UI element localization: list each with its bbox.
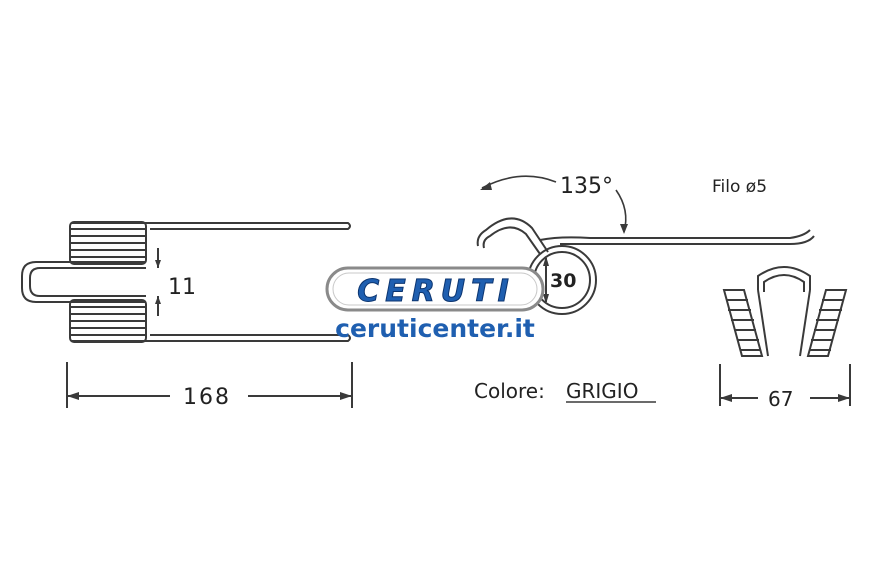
color-label: Colore: bbox=[474, 379, 545, 403]
ceruti-logo: CERUTI bbox=[325, 266, 545, 312]
lower-coil bbox=[69, 299, 147, 343]
upper-coil bbox=[69, 221, 147, 265]
angle-arc bbox=[481, 175, 557, 189]
width-label: 67 bbox=[768, 387, 793, 411]
length-label: 168 bbox=[183, 385, 231, 410]
mounting-loop bbox=[21, 261, 146, 303]
logo-text: CERUTI bbox=[357, 274, 515, 309]
side-view bbox=[476, 175, 815, 315]
length-dimension bbox=[66, 362, 353, 408]
site-url: ceruticenter.it bbox=[335, 314, 535, 343]
gap-label: 11 bbox=[168, 275, 196, 300]
wire-label: Filo ø5 bbox=[712, 177, 767, 197]
end-view bbox=[719, 266, 851, 406]
top-view bbox=[21, 221, 353, 408]
gap-dimension bbox=[155, 248, 161, 316]
color-value: GRIGIO bbox=[566, 379, 638, 403]
coil-diameter-label: 30 bbox=[550, 270, 576, 292]
angle-label: 135° bbox=[560, 174, 613, 199]
